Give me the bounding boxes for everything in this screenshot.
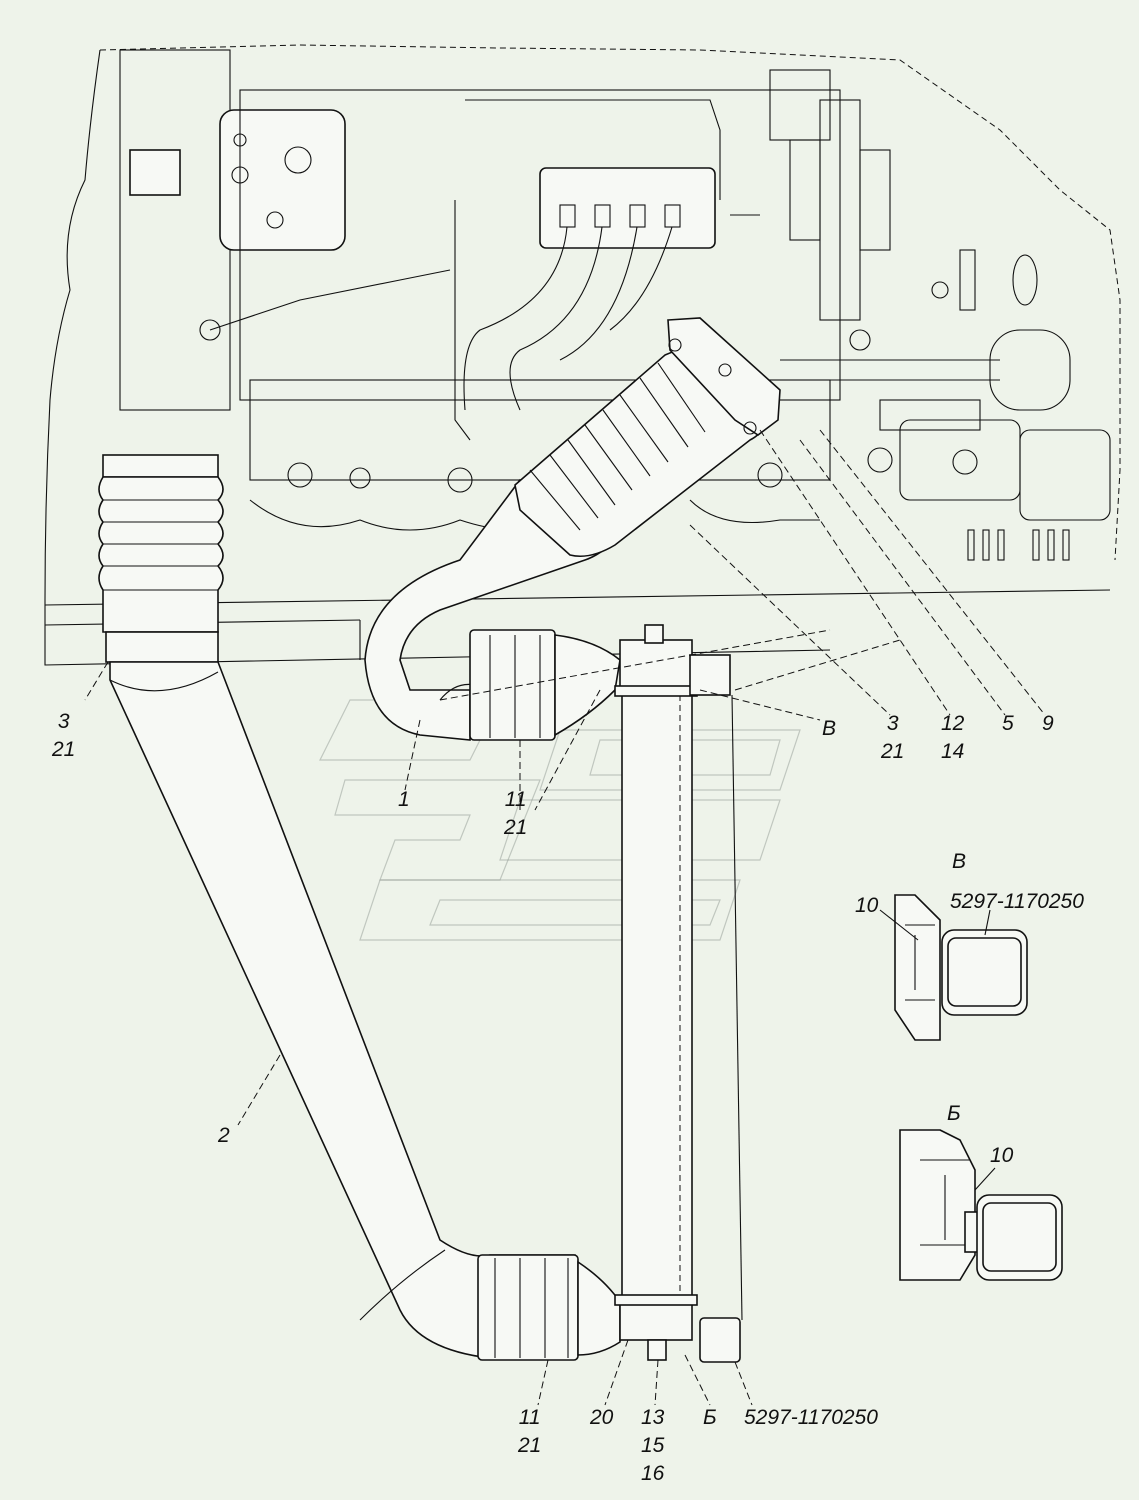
callout-v: В [822, 717, 837, 740]
view-v-part-number: 5297-1170250 [950, 890, 1084, 913]
callout-5: 5 [1002, 712, 1014, 735]
callout-item: 3 [886, 712, 899, 735]
callout-11-21-upper: 11 21 [504, 786, 527, 842]
callout-item: 21 [518, 1434, 542, 1457]
callout-20: 20 [590, 1406, 614, 1429]
callout-13-15-16: 13 15 16 [641, 1404, 664, 1488]
upper-bellows-hose [514, 317, 781, 558]
callout-item: 3 [57, 710, 70, 733]
view-v-title: В [952, 850, 967, 873]
detail-view-v [879, 894, 1028, 1041]
watermark-logo [319, 699, 801, 941]
callout-item: 16 [641, 1462, 665, 1485]
callout-3-21-left: 3 21 [52, 708, 75, 764]
callout-3-21-right: 3 21 [881, 710, 904, 766]
callout-1: 1 [398, 788, 410, 811]
upper-hose-11 [469, 629, 621, 741]
callout-item: 13 [641, 1406, 665, 1429]
callout-part-number-lower: 5297-1170250 [744, 1406, 878, 1429]
left-bellows-hose [98, 454, 224, 663]
callout-item: 14 [941, 740, 965, 763]
callout-b: Б [703, 1406, 717, 1429]
callout-11-21-lower: 11 21 [518, 1404, 541, 1460]
callout-item: 12 [941, 712, 965, 735]
lower-hose-11 [477, 1254, 621, 1361]
view-v-item: 10 [855, 894, 879, 917]
detail-view-b [899, 1129, 1063, 1281]
view-b-item: 10 [990, 1144, 1014, 1167]
pipe-2 [109, 661, 576, 1359]
callout-9: 9 [1042, 712, 1054, 735]
callout-item: 21 [881, 740, 905, 763]
vertical-pipe [614, 624, 743, 1363]
view-b-title: Б [947, 1102, 961, 1125]
callout-item: 21 [52, 738, 76, 761]
callout-item: 15 [641, 1434, 665, 1457]
callout-item: 11 [504, 788, 527, 811]
callout-12-14: 12 14 [941, 710, 964, 766]
engine-block [44, 44, 1121, 666]
leader-lines [84, 429, 1046, 1406]
callout-2: 2 [218, 1124, 230, 1147]
callout-item: 11 [518, 1406, 541, 1429]
callout-item: 21 [504, 816, 528, 839]
